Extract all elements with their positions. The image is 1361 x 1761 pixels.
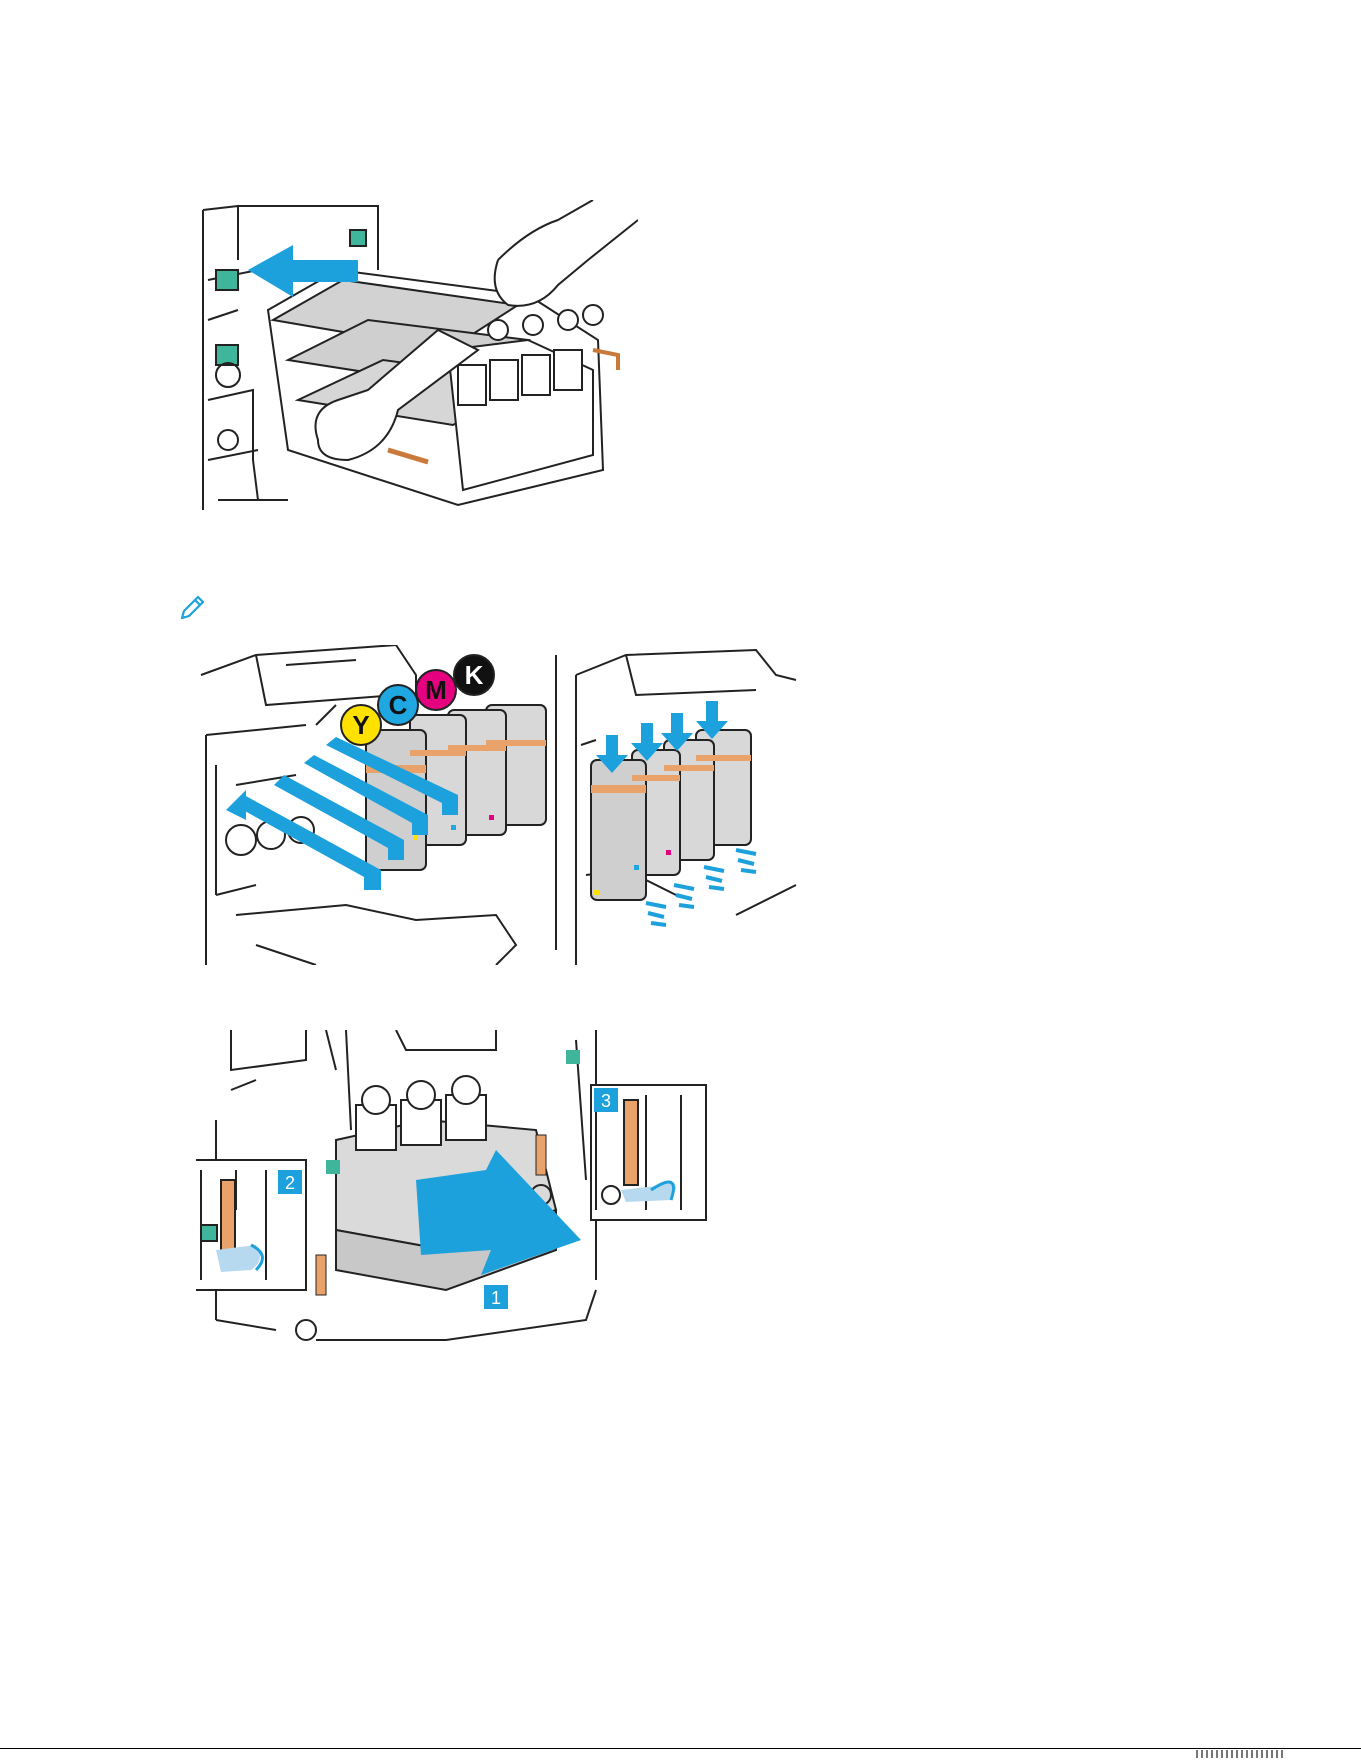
- footer-marker: [1196, 1750, 1286, 1758]
- toner-label-m: M: [425, 675, 447, 705]
- toner-label-k: K: [465, 660, 484, 690]
- step-badge-1: 1: [491, 1288, 501, 1308]
- step-badge-3: 3: [601, 1091, 611, 1111]
- figure-lock-imaging-kit: 2 3 1: [196, 1030, 716, 1350]
- footer-divider: [0, 1748, 1361, 1749]
- step-badge-2: 2: [285, 1173, 295, 1193]
- pencil-icon: [176, 592, 208, 624]
- toner-label-c: C: [389, 690, 408, 720]
- toner-label-y: Y: [352, 710, 369, 740]
- figure-install-toner-cartridges: Y C M K: [196, 645, 801, 965]
- figure-insert-imaging-kit: [198, 200, 638, 520]
